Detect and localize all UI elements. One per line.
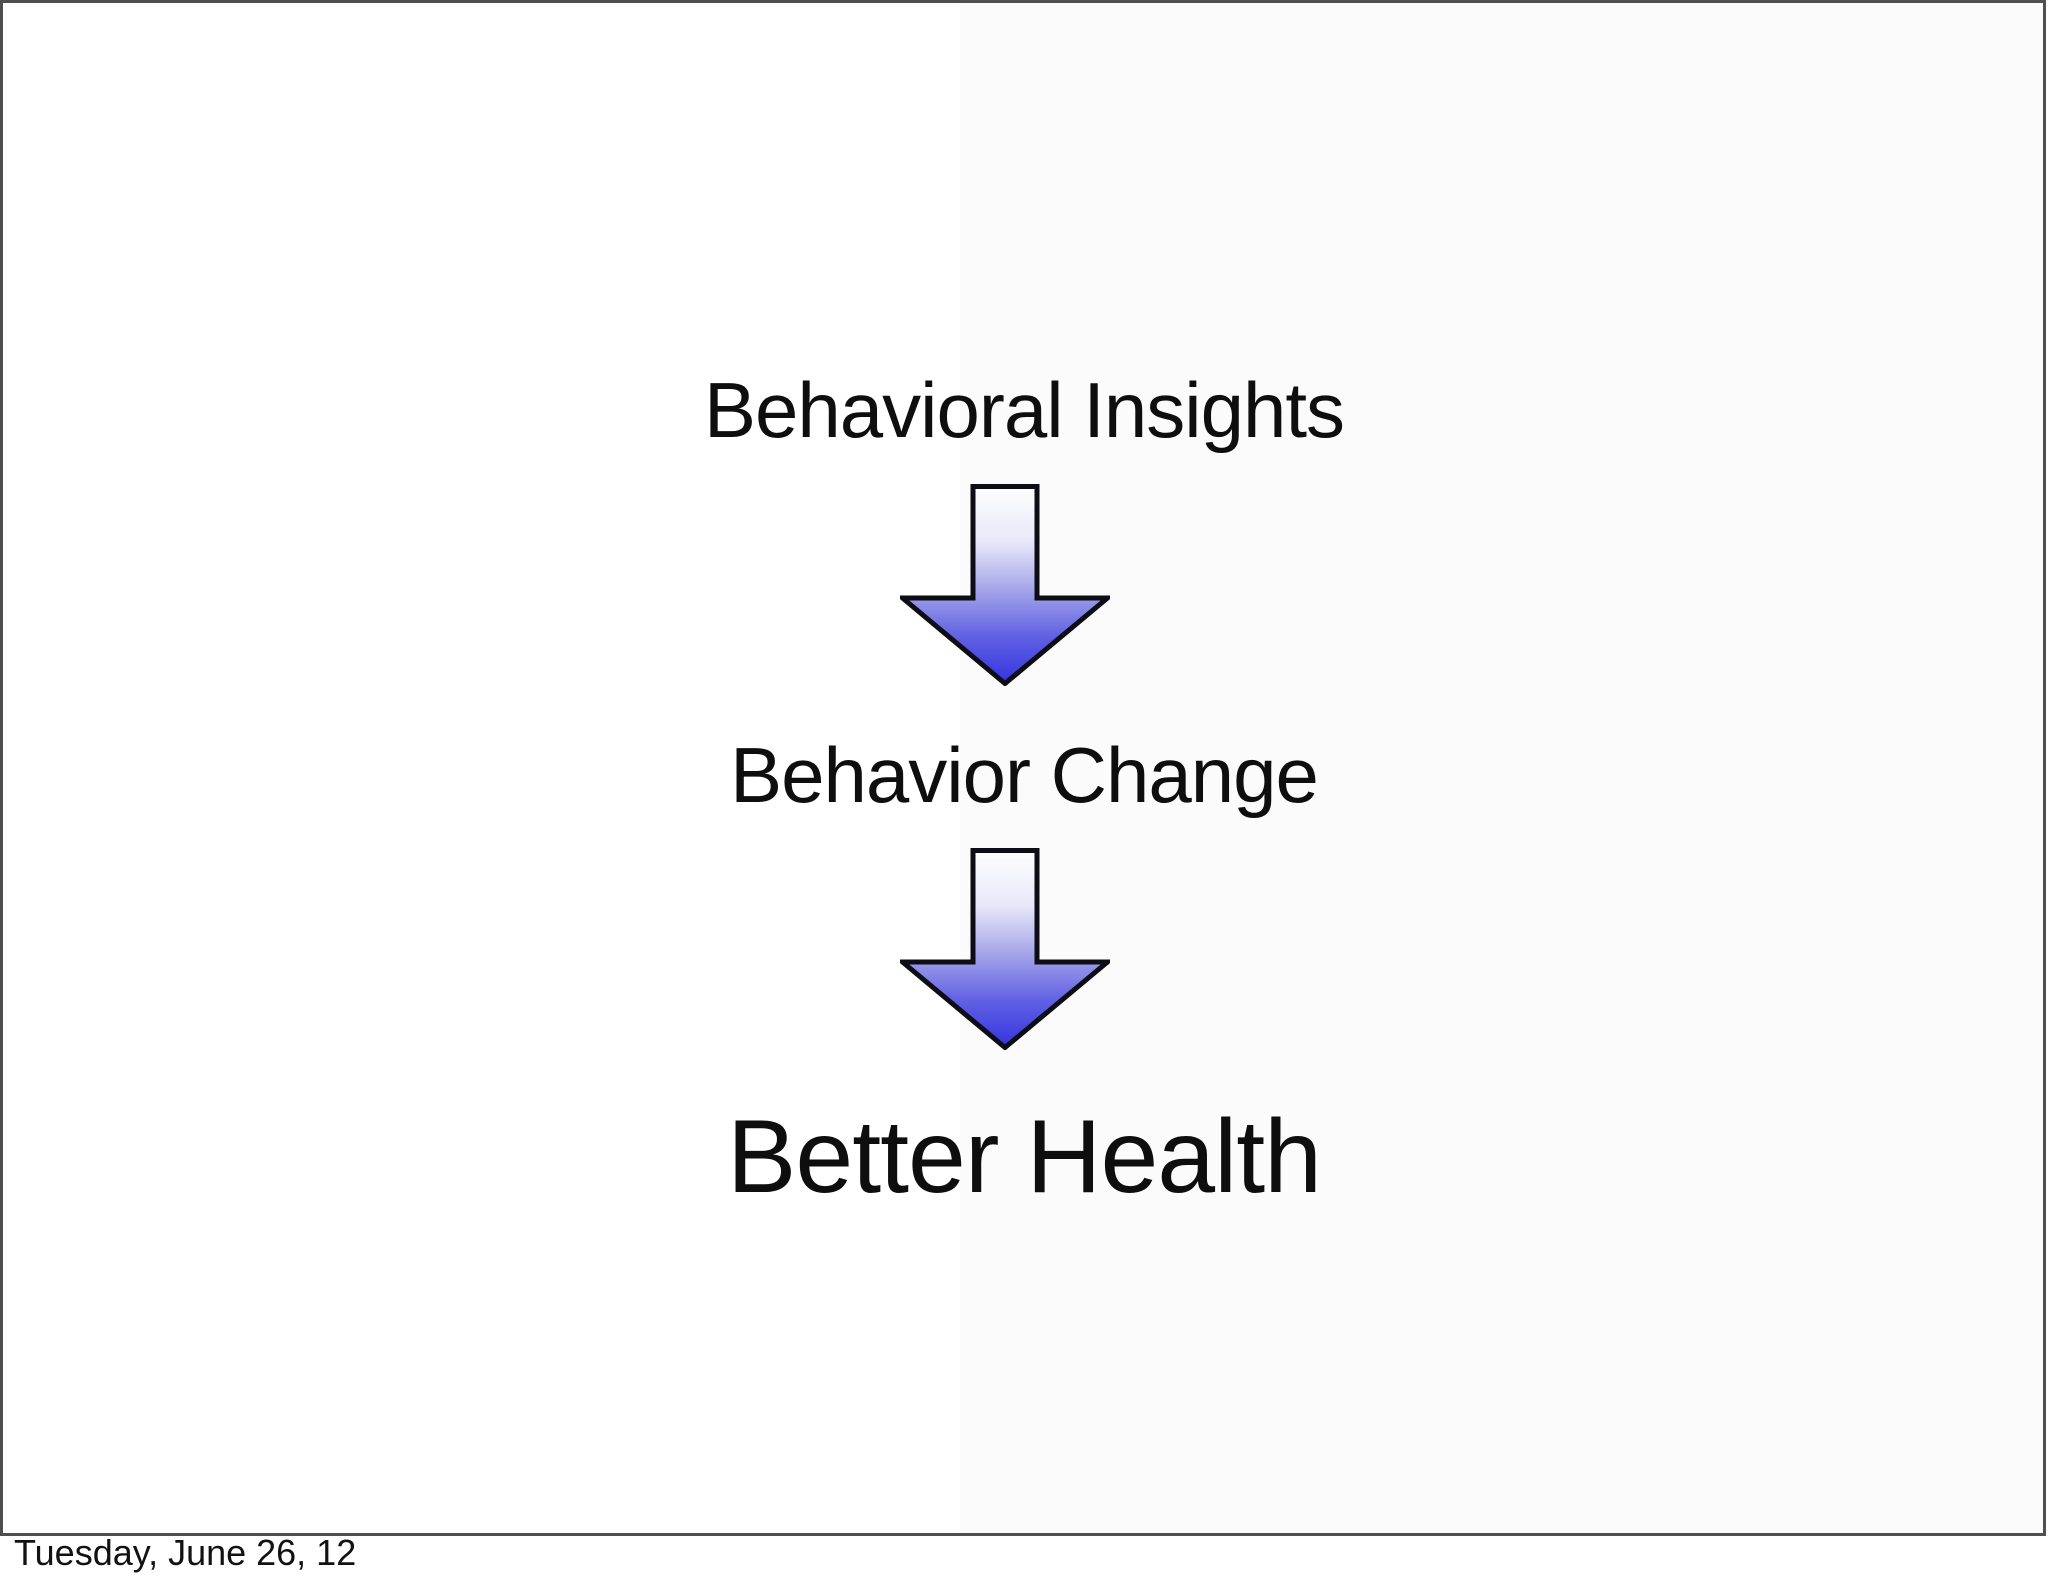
slide-canvas [0,0,2046,1536]
footer-date: Tuesday, June 26, 12 [14,1532,357,1573]
down-arrow-shape [900,848,1110,1050]
step-label-better-health: Better Health [727,1099,1322,1215]
step-label-behavior-change: Behavior Change [730,731,1319,819]
down-arrow-icon [900,848,1110,1050]
down-arrow-shape [900,484,1110,686]
down-arrow-icon [900,484,1110,686]
step-label-behavioral-insights: Behavioral Insights [703,366,1345,454]
